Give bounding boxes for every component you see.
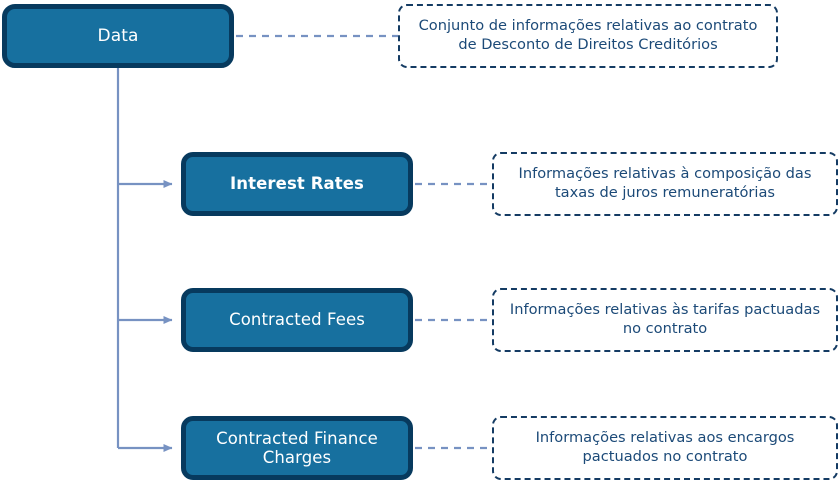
node-contracted-fees-label: Contracted Fees [229,310,365,330]
node-contracted-fees[interactable]: Contracted Fees [181,288,413,352]
node-interest-rates[interactable]: Interest Rates [181,152,413,216]
note-data: Conjunto de informações relativas ao con… [398,4,778,68]
note-contracted-finance-charges-label: Informações relativas aos encargos pactu… [535,429,795,465]
note-contracted-fees-label: Informações relativas às tarifas pactuad… [509,301,821,337]
node-interest-rates-label: Interest Rates [230,174,364,194]
node-contracted-finance-charges[interactable]: Contracted Finance Charges [181,416,413,480]
note-interest-rates-label: Informações relativas à composição das t… [518,165,812,201]
node-contracted-finance-charges-label: Contracted Finance Charges [216,428,378,467]
note-contracted-fees: Informações relativas às tarifas pactuad… [492,288,838,352]
note-interest-rates: Informações relativas à composição das t… [492,152,838,216]
note-contracted-finance-charges: Informações relativas aos encargos pactu… [492,416,838,480]
note-data-label: Conjunto de informações relativas ao con… [418,17,758,53]
node-data-label: Data [97,25,139,46]
node-data[interactable]: Data [2,4,234,68]
